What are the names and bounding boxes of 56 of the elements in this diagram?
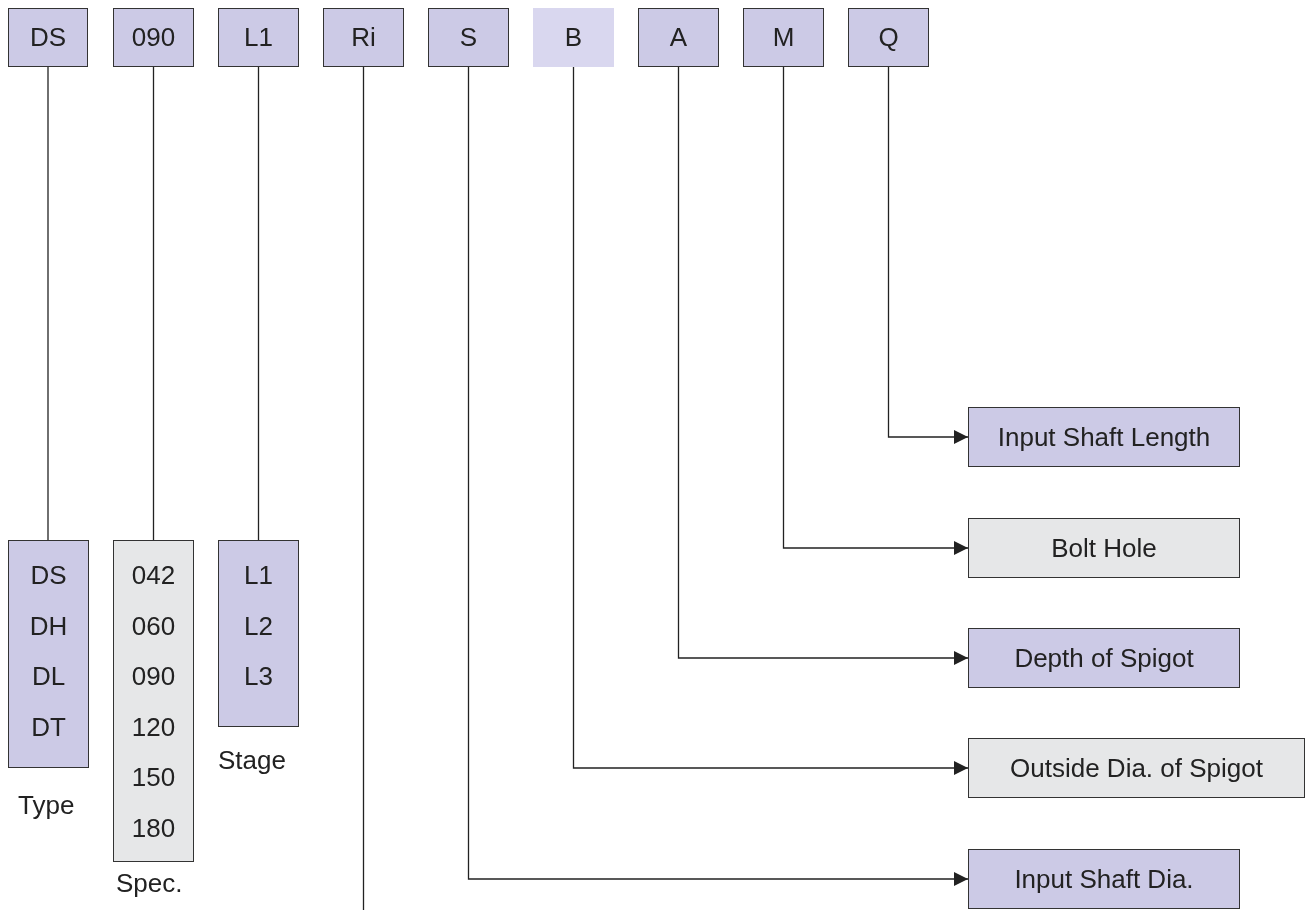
option-text: 090 (131, 660, 176, 693)
code-text: L1 (244, 21, 273, 54)
description-box (968, 738, 1305, 798)
code-text: S (459, 21, 478, 54)
arrow (782, 66, 969, 555)
option-list-box (218, 540, 299, 727)
caption-text: Spec. (116, 868, 183, 899)
option-text: DH (29, 609, 68, 643)
code-box (8, 8, 88, 67)
arrow (467, 66, 969, 886)
code-box (323, 8, 404, 67)
connector-line (257, 66, 260, 541)
code-text: M (772, 21, 795, 54)
option-text: 120 (131, 710, 176, 744)
description-box (968, 518, 1240, 578)
option-list-box (113, 540, 194, 862)
connector-line (362, 66, 365, 910)
connector-line (152, 66, 155, 541)
description-box (968, 849, 1240, 909)
description-text: Depth of Spigot (1014, 641, 1194, 675)
option-text: DS (30, 559, 67, 592)
option-text: 060 (131, 609, 176, 643)
code-text: Ri (351, 21, 376, 54)
option-text: 180 (131, 811, 176, 845)
code-box (533, 8, 614, 67)
description-text: Input Shaft Dia. (1014, 862, 1194, 896)
description-text: Input Shaft Length (997, 420, 1211, 454)
code-box (113, 8, 194, 67)
caption-text: Type (18, 790, 75, 821)
code-box (428, 8, 509, 67)
arrow (677, 66, 969, 665)
description-text: Outside Dia. of Spigot (1010, 751, 1263, 785)
code-text: A (669, 21, 688, 54)
code-box (218, 8, 299, 67)
description-box (968, 628, 1240, 688)
code-box (848, 8, 929, 67)
arrow (572, 66, 969, 775)
connector-line (47, 66, 49, 541)
code-text: B (564, 21, 583, 54)
code-text: DS (29, 21, 67, 54)
option-text: 150 (131, 761, 176, 794)
code-box (638, 8, 719, 67)
option-text: L1 (244, 559, 273, 592)
code-box (743, 8, 824, 67)
code-text: Q (878, 21, 899, 54)
option-text: DL (31, 660, 66, 693)
description-box (968, 407, 1240, 467)
code-text: 090 (131, 21, 176, 54)
option-list-box (8, 540, 89, 768)
arrow (887, 66, 969, 444)
caption-text: Stage (218, 745, 286, 776)
option-text: L2 (244, 609, 273, 643)
option-text: DT (31, 710, 66, 744)
option-text: L3 (244, 660, 273, 693)
description-text: Bolt Hole (1051, 531, 1157, 565)
option-text: 042 (131, 559, 176, 592)
